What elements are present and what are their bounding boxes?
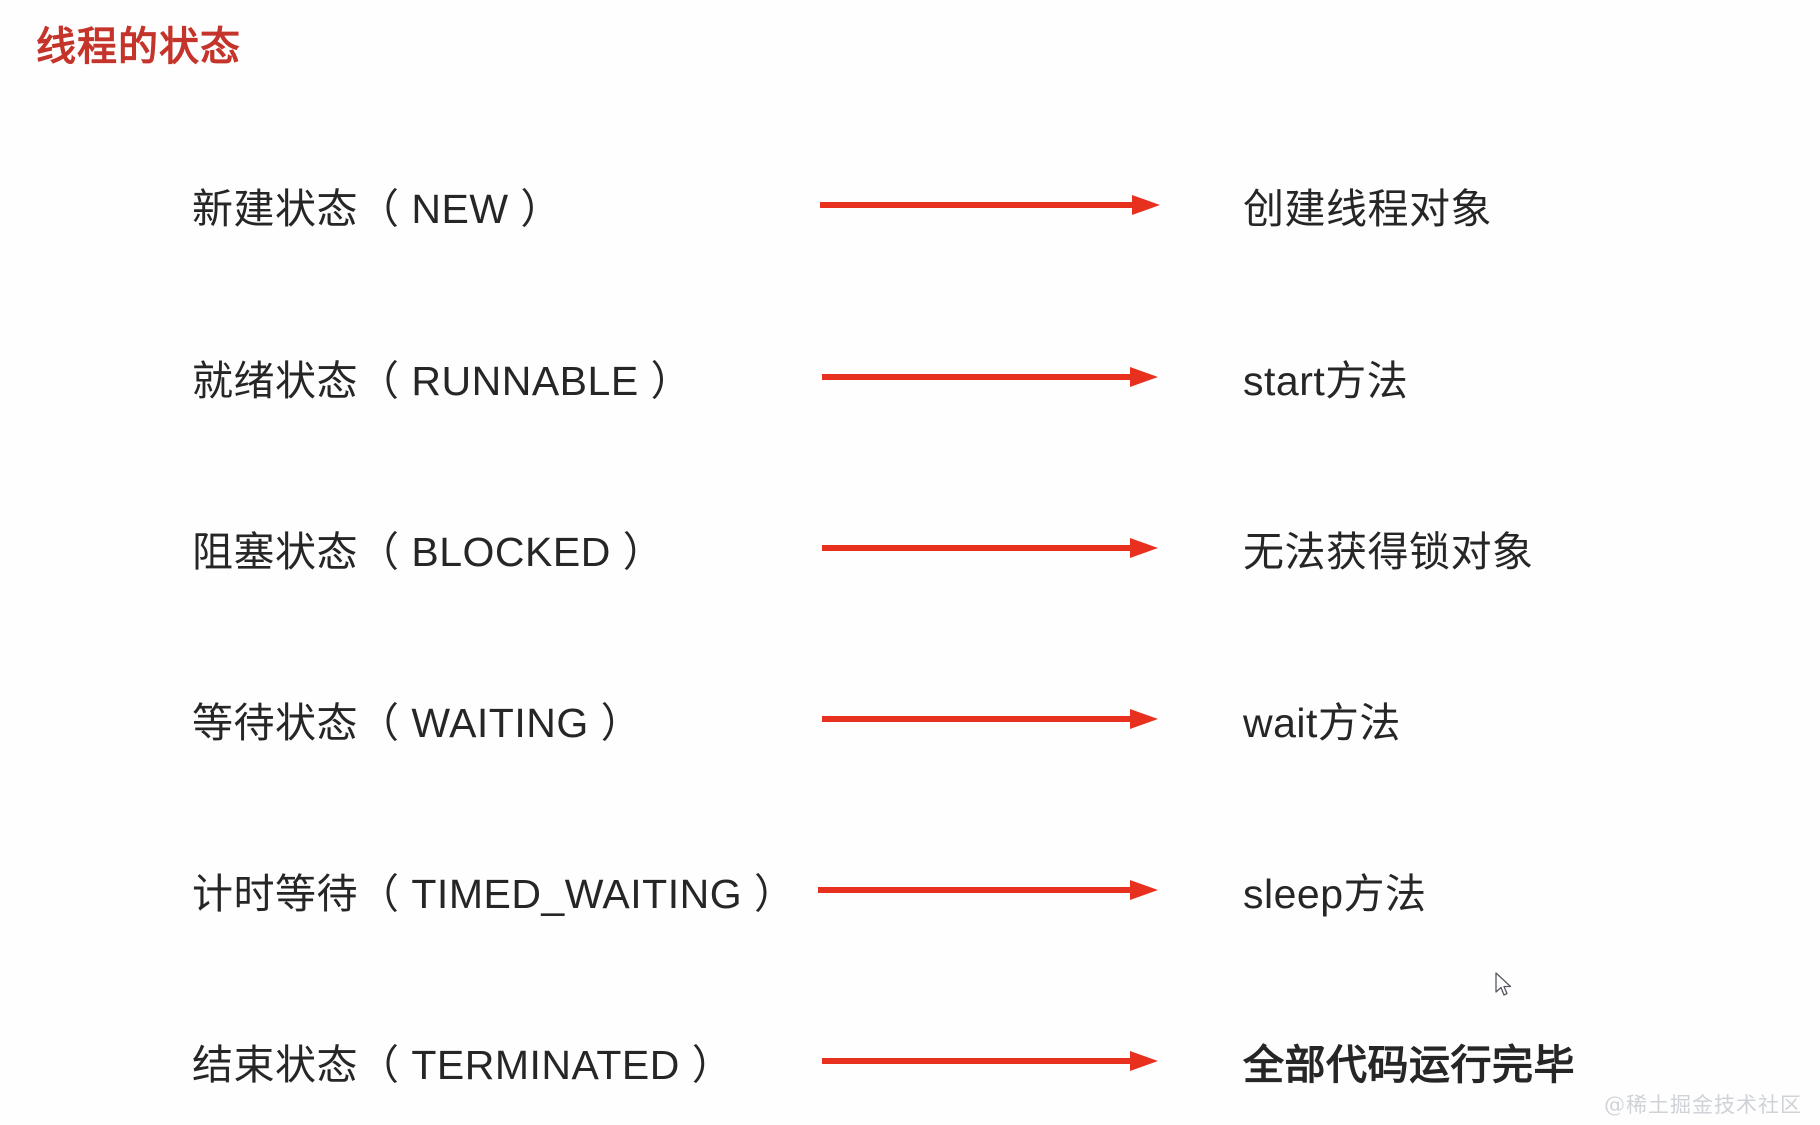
- mouse-pointer-icon: [1495, 972, 1515, 1000]
- state-name-runnable: 就绪状态（ RUNNABLE ）: [192, 358, 693, 404]
- state-trigger-terminated: 全部代码运行完毕: [1243, 1042, 1575, 1088]
- state-name-waiting: 等待状态（ WAITING ）: [192, 700, 643, 746]
- watermark: @稀土掘金技术社区: [1604, 1093, 1802, 1117]
- state-row-runnable: 就绪状态（ RUNNABLE ） start方法: [0, 342, 1820, 412]
- right-arrow-icon-blocked: [822, 536, 1158, 560]
- state-row-blocked: 阻塞状态（ BLOCKED ） 无法获得锁对象: [0, 513, 1820, 583]
- right-arrow-icon-waiting: [822, 707, 1158, 731]
- state-row-waiting: 等待状态（ WAITING ） wait方法: [0, 684, 1820, 754]
- page-title: 线程的状态: [36, 25, 241, 69]
- state-row-terminated: 结束状态（ TERMINATED ） 全部代码运行完毕: [0, 1026, 1820, 1096]
- state-name-blocked: 阻塞状态（ BLOCKED ）: [192, 529, 665, 575]
- state-name-timed-waiting: 计时等待（ TIMED_WAITING ）: [192, 871, 796, 917]
- state-trigger-runnable: start方法: [1243, 358, 1409, 404]
- right-arrow-icon-runnable: [822, 365, 1158, 389]
- state-trigger-new: 创建线程对象: [1243, 186, 1492, 232]
- state-name-terminated: 结束状态（ TERMINATED ）: [192, 1042, 734, 1088]
- right-arrow-icon-terminated: [822, 1049, 1158, 1073]
- right-arrow-icon-new: [820, 193, 1160, 217]
- right-arrow-icon-timed-waiting: [818, 878, 1158, 902]
- state-trigger-waiting: wait方法: [1243, 700, 1401, 746]
- state-trigger-blocked: 无法获得锁对象: [1243, 529, 1534, 575]
- state-name-new: 新建状态（ NEW ）: [192, 186, 562, 232]
- state-trigger-timed-waiting: sleep方法: [1243, 871, 1427, 917]
- state-row-new: 新建状态（ NEW ） 创建线程对象: [0, 170, 1820, 240]
- state-row-timed-waiting: 计时等待（ TIMED_WAITING ） sleep方法: [0, 855, 1820, 925]
